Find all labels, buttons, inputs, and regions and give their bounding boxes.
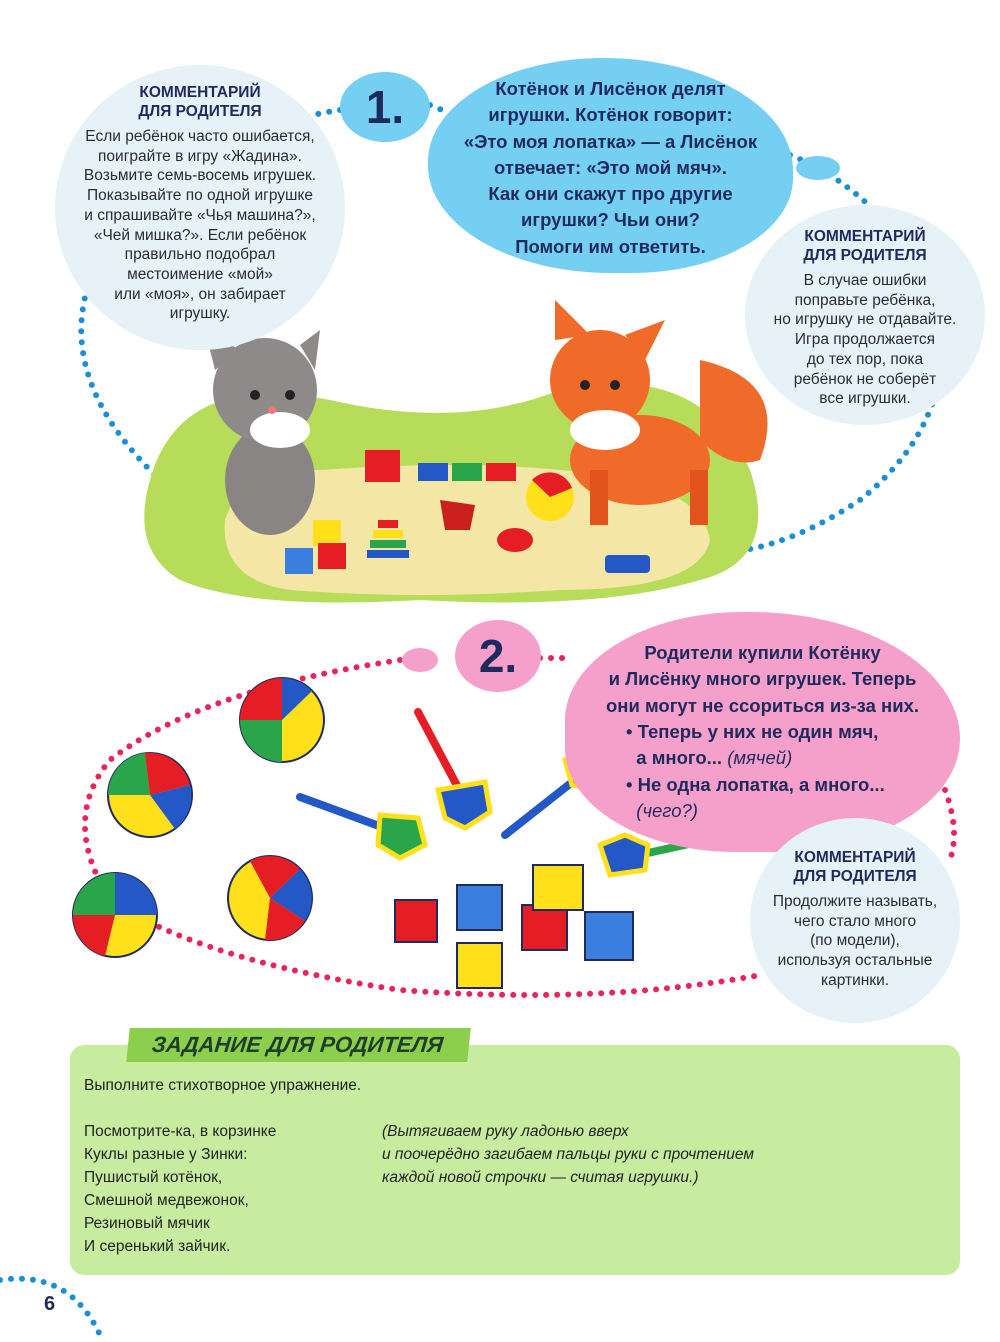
comment-title-line: КОММЕНТАРИЙ — [804, 228, 926, 245]
task-1-text: Котёнок и Лисёнок делят игрушки. Котёнок … — [428, 76, 793, 260]
comment-title-line: ДЛЯ РОДИТЕЛЯ — [803, 247, 927, 264]
ball-icon — [72, 872, 158, 958]
text-line: или «моя», он забирает — [114, 285, 286, 303]
dotted-corner — [0, 1275, 103, 1338]
speech-cloud-2 — [565, 612, 960, 852]
text-line: но игрушку не отдавайте. — [773, 311, 957, 329]
text-line: Игра продолжается — [794, 331, 936, 349]
text-line: Родители купили Котёнку — [644, 642, 881, 663]
text-line: (Вытягиваем руку ладонью вверх — [382, 1123, 629, 1140]
bucket-icon — [365, 450, 400, 482]
bullet-text: Не одна лопатка, а много... — [637, 773, 885, 795]
comment-title: КОММЕНТАРИЙ ДЛЯ РОДИТЕЛЯ — [745, 227, 985, 265]
fox-icon — [550, 300, 768, 525]
comment-text: Если ребёнок часто ошибается, поиграйте в… — [55, 127, 345, 324]
text-line: Как они скажут про другие — [488, 183, 733, 205]
text-line: игрушки? Чьи они? — [521, 209, 700, 231]
parent-comment-2: КОММЕНТАРИЙ ДЛЯ РОДИТЕЛЯ В случае ошибки п… — [745, 205, 985, 425]
bullet-item: • Не одна лопатка, а много... (чего?) — [626, 773, 885, 821]
task-instructions: (Вытягиваем руку ладонью вверх и поочерёд… — [382, 1120, 754, 1189]
text-line: все игрушки. — [819, 390, 911, 408]
text-line: Куклы разные у Зинки: — [84, 1146, 248, 1163]
text-line: чего стало много — [793, 912, 917, 930]
ball-icon — [239, 677, 325, 763]
comment-title: КОММЕНТАРИЙ ДЛЯ РОДИТЕЛЯ — [750, 848, 960, 886]
speech-cloud-1 — [428, 58, 793, 273]
text-line: и Лисёнку много игрушек. Теперь — [608, 668, 917, 690]
comment-title-line: ДЛЯ РОДИТЕЛЯ — [793, 868, 917, 885]
text-line: «Чей мишка?». Если ребёнок — [93, 226, 307, 244]
sandbox-illustration — [144, 300, 768, 603]
step-number-1: 1. — [340, 72, 430, 142]
ball-icon — [107, 752, 193, 838]
text-line: Показывайте по одной игрушке — [86, 187, 314, 205]
text-line: Возьмите семь-восемь игрушек. — [83, 167, 317, 185]
bullet-text: Теперь у них не один мяч, — [637, 721, 879, 742]
comment-title-line: ДЛЯ РОДИТЕЛЯ — [138, 103, 262, 120]
text-line: Помоги им ответить. — [515, 235, 706, 257]
text-line: используя остальные — [777, 952, 933, 970]
text-line: Смешной медвежонок, — [84, 1192, 249, 1209]
page-number: 6 — [44, 1293, 56, 1315]
task-tag: ЗАДАНИЕ ДЛЯ РОДИТЕЛЯ — [126, 1028, 471, 1062]
task-2-intro: Родители купили Котёнку и Лисёнку много и… — [575, 640, 950, 719]
spinning-top-icon — [497, 528, 533, 552]
parent-comment-1: КОММЕНТАРИЙ ДЛЯ РОДИТЕЛЯ Если ребёнок час… — [55, 65, 345, 350]
text-line: И серенький зайчик. — [84, 1238, 231, 1255]
text-line: и поочерёдно загибаем пальцы руки с проч… — [382, 1146, 754, 1163]
pyramid-toy-icon — [367, 520, 409, 558]
text-line: поправьте ребёнка, — [794, 291, 936, 309]
comment-title: КОММЕНТАРИЙ ДЛЯ РОДИТЕЛЯ — [55, 83, 345, 121]
task-2-bullets: • Теперь у них не один мяч, а много... (… — [626, 719, 946, 824]
rocking-horse-icon — [440, 500, 475, 530]
comment-text: В случае ошибки поправьте ребёнка, но игру… — [745, 271, 985, 409]
text-line: В случае ошибки — [803, 272, 927, 289]
comment-title-line: КОММЕНТАРИЙ — [139, 84, 261, 101]
text-line: каждой новой строчки — считая игрушки.) — [382, 1169, 699, 1186]
text-line: Пушистый котёнок, — [84, 1169, 223, 1186]
text-line: игрушки. Котёнок говорит: — [488, 104, 733, 126]
text-line: картинки. — [820, 971, 890, 989]
bullet-hint: (мячей) — [727, 747, 793, 769]
text-line: поиграйте в игру «Жадина». — [98, 147, 302, 165]
bullet-item: • Теперь у них не один мяч, а много... (… — [626, 721, 879, 769]
text-line: игрушку. — [169, 305, 231, 323]
parent-task-box — [70, 1045, 960, 1275]
small-cloud-bubble — [402, 648, 438, 672]
text-line: и спрашивайте «Чья машина?», — [84, 206, 316, 224]
comment-title-line: КОММЕНТАРИЙ — [794, 849, 916, 866]
comment-text: Продолжите называть, чего стало много (по … — [750, 892, 960, 991]
text-line: местоимение «мой» — [127, 265, 273, 283]
parent-comment-3: КОММЕНТАРИЙ ДЛЯ РОДИТЕЛЯ Продолжите назыв… — [750, 818, 960, 1023]
text-line: отвечает: «Это мой мяч». — [494, 156, 727, 178]
task-intro: Выполните стихотворное упражнение. — [84, 1077, 362, 1094]
shovel-icon — [296, 793, 428, 861]
text-line: Посмотрите-ка, в корзинке — [84, 1123, 277, 1140]
toy-car-icon — [605, 555, 650, 573]
text-line: правильно подобрал — [124, 246, 276, 264]
text-line: Котёнок и Лисёнок делят — [495, 78, 726, 99]
step-number-2: 2. — [455, 620, 541, 692]
kitten-icon — [205, 330, 320, 535]
text-line: Если ребёнок часто ошибается, — [85, 128, 315, 145]
cubes-icon — [394, 864, 634, 989]
shovel-icon — [414, 708, 493, 831]
bullet-hint: (чего?) — [636, 799, 698, 821]
text-line: Продолжите называть, — [772, 893, 938, 910]
small-cloud-bubble — [796, 156, 840, 180]
text-line: Резиновый мячик — [84, 1215, 210, 1232]
text-line: ребёнок не соберёт — [793, 370, 937, 388]
cube-icon — [313, 520, 341, 546]
ball-icon — [227, 855, 313, 941]
bullet-text: а много... — [636, 747, 723, 769]
train-icon — [418, 463, 516, 481]
text-line: до тех пор, пока — [806, 350, 924, 368]
text-line: (по модели), — [810, 932, 900, 950]
text-line: «Это моя лопатка» — а Лисёнок — [463, 130, 758, 152]
text-line: они могут не ссориться из-за них. — [605, 694, 920, 716]
